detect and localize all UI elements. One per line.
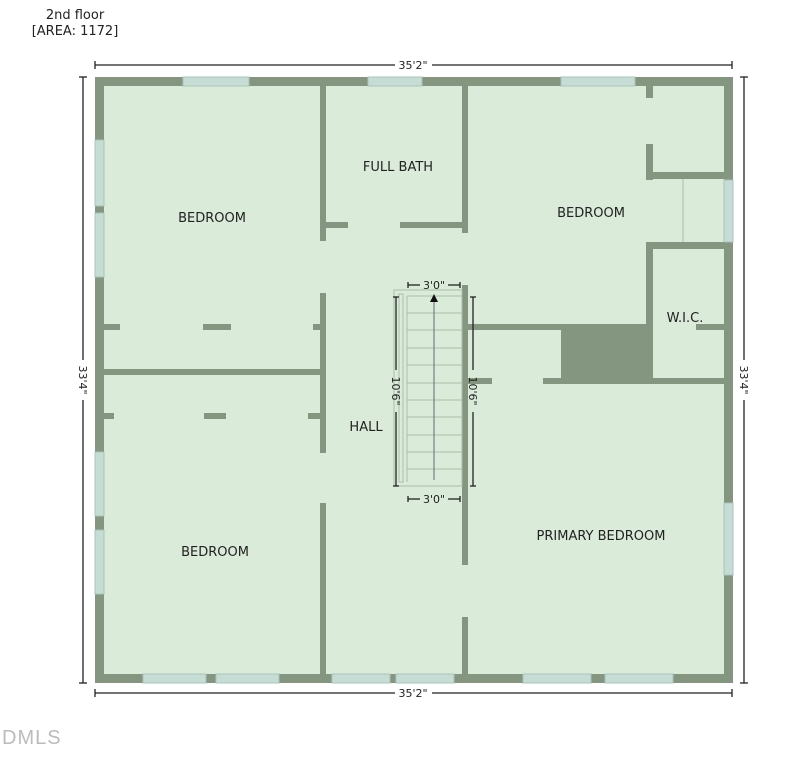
dimension-right: 33'4" bbox=[737, 365, 750, 394]
dimension-top: 35'2" bbox=[398, 59, 427, 72]
room-wic: W.I.C. bbox=[667, 311, 704, 326]
stair-width-bottom: 3'0" bbox=[423, 493, 445, 506]
room-hall: HALL bbox=[349, 420, 383, 435]
arrow-up-icon bbox=[430, 294, 438, 302]
room-bedroom-nw: BEDROOM bbox=[178, 211, 246, 226]
room-primary-bedroom: PRIMARY BEDROOM bbox=[537, 529, 666, 544]
room-bedroom-sw: BEDROOM bbox=[181, 545, 249, 560]
room-full-bath: FULL BATH bbox=[363, 160, 433, 175]
floor-name: 2nd floor bbox=[45, 8, 105, 23]
stair-width-top: 3'0" bbox=[423, 279, 445, 292]
dimension-bottom: 35'2" bbox=[398, 687, 427, 700]
room-bedroom-ne: BEDROOM bbox=[557, 206, 625, 221]
floor-area: [AREA: 1172] bbox=[31, 24, 119, 39]
dimension-left: 33'4" bbox=[76, 365, 89, 394]
staircase bbox=[393, 289, 463, 487]
interior-walls bbox=[104, 86, 724, 674]
stair-length-right: 10'6" bbox=[466, 376, 479, 405]
watermark-logo: DMLS bbox=[2, 727, 62, 749]
windows bbox=[94, 76, 734, 684]
floor-title: 2nd floor [AREA: 1172] bbox=[30, 8, 120, 40]
stair-length-left: 10'6" bbox=[389, 376, 402, 405]
